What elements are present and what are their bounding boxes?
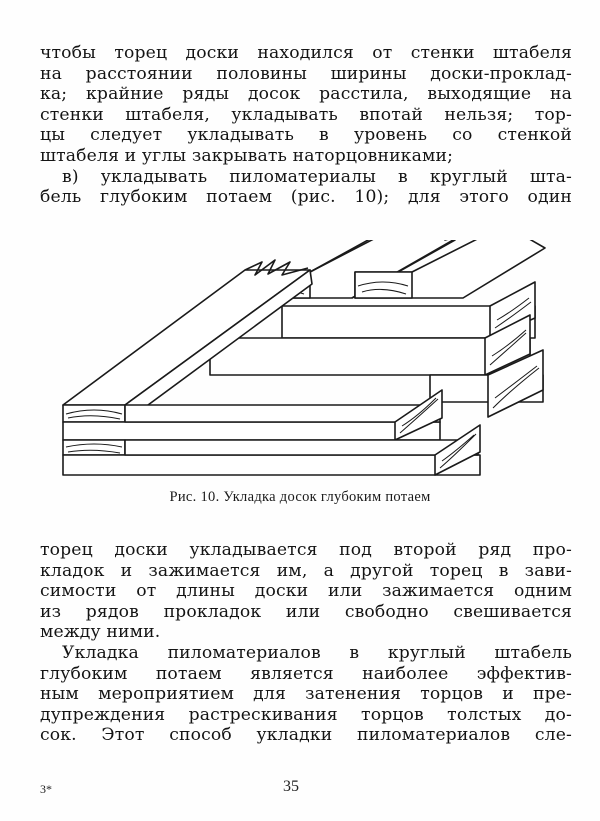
text-line: симости от длины доски или зажимается од… [40,581,572,602]
text-line: Укладка пиломатериалов в круглый штабель [62,642,572,663]
front-board-2 [62,424,481,476]
text-line: между ними. [40,622,161,643]
text-line: на расстоянии половины ширины доски-прок… [40,63,572,84]
bottom-paragraphs: торец доски укладывается под второй ряд … [40,540,572,746]
text-line: кладок и зажимается им, а другой торец в… [40,560,572,581]
text-line: цы следует укладывать в уровень со стенк… [40,125,572,146]
top-paragraph: чтобы торец доски находился от стенки шт… [40,43,572,208]
page-number: 35 [283,778,299,795]
right-lower-board [429,349,544,418]
text-line: глубоким потаем является наиболее эффект… [40,663,572,684]
back-board [281,281,536,339]
text-line: штабеля и углы закрывать наторцовниками; [40,145,454,166]
middle-board [209,314,531,376]
text-line: чтобы торец доски находился от стенки шт… [40,43,572,63]
text-line: сок. Этот способ укладки пиломатериалов … [40,725,572,746]
text-line: стенки штабеля, укладывать впотай нельзя… [40,104,572,125]
text-line: из рядов прокладок или свободно свешивае… [40,601,572,622]
text-line: бель глубоким потаем (рис. 10); для этог… [40,187,572,208]
lower-left-end-board [62,439,126,456]
text-line: ка; крайние ряды досок расстила, выходящ… [40,84,572,105]
text-line: ным мероприятием для затенения торцов и … [40,684,572,705]
signature-mark: 3* [40,782,52,796]
figure-lumber-stack-illustration [62,240,546,476]
long-diagonal-board [62,259,313,423]
text-line: торец доски укладывается под второй ряд … [40,540,572,560]
upper-cross-board-2 [354,240,546,299]
text-line: дупреждения растрескивания торцов толсты… [40,704,572,725]
figure-caption: Рис. 10. Укладка досок глубоким потаем [169,489,431,505]
text-line: в) укладывать пиломатериалы в круглый шт… [62,166,572,187]
